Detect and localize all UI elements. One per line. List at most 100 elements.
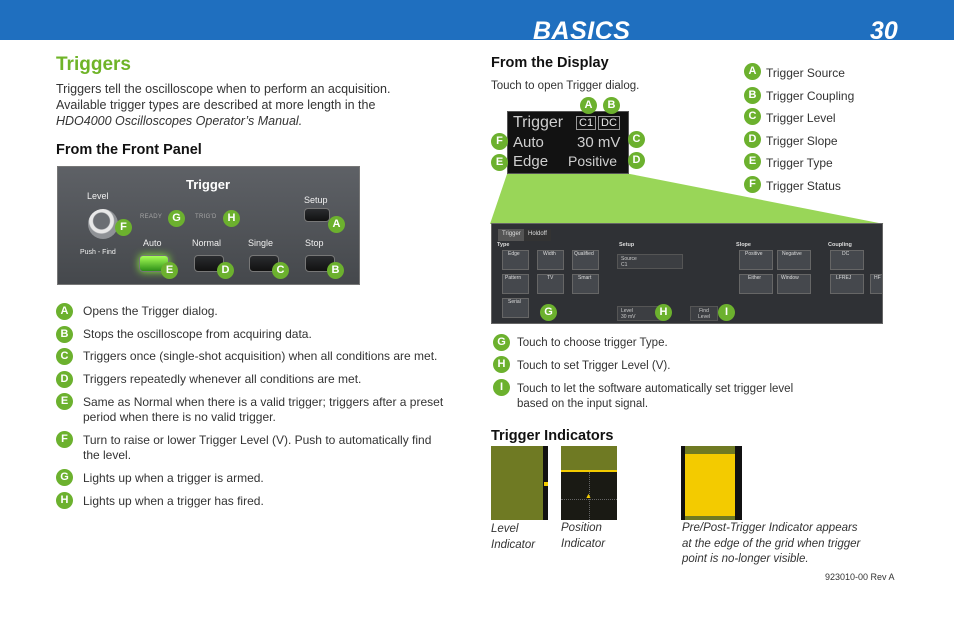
type-pattern-button[interactable] — [502, 274, 529, 294]
find-level-button[interactable]: Find Level — [690, 306, 718, 321]
desc-badge-f: F — [56, 431, 73, 448]
type-serial-label: Serial — [508, 299, 521, 305]
desc-f-line-1: Turn to raise or lower Trigger Level (V)… — [83, 433, 432, 447]
screen-badge-h: H — [655, 304, 672, 321]
triggers-intro: Triggers tell the oscilloscope when to p… — [56, 81, 416, 129]
display-touch-note: Touch to open Trigger dialog. — [491, 80, 640, 92]
level-knob[interactable] — [88, 209, 118, 239]
push-find-label: Push - Find — [80, 249, 116, 256]
slope-negative-label: Negative — [782, 251, 802, 257]
fp-badge-b: B — [327, 262, 344, 279]
slope-positive-button[interactable] — [739, 250, 773, 270]
prepost-indicator-caption: Pre/Post-Trigger Indicator appears at th… — [682, 521, 860, 568]
intro-line-1: Triggers tell the oscilloscope when to p… — [56, 82, 391, 96]
type-tv-button[interactable] — [537, 274, 564, 294]
type-serial-button[interactable] — [502, 298, 529, 318]
coupling-hf-button[interactable] — [870, 274, 882, 294]
coupling-group-label: Coupling — [828, 242, 852, 248]
desc-f-line-2: the level. — [83, 448, 132, 462]
dialog-badge-e: E — [491, 154, 508, 171]
coupling-lfrej-button[interactable] — [830, 274, 864, 294]
desc-badge-e: E — [56, 393, 73, 410]
trigger-dialog-snapshot[interactable]: Trigger C1 DC Auto 30 mV Edge Positive — [507, 111, 629, 174]
desc-badge-g: G — [56, 469, 73, 486]
level-indicator-image — [491, 446, 548, 520]
position-indicator-image: ▲ — [561, 446, 617, 520]
type-width-button[interactable] — [537, 250, 564, 270]
slope-negative-button[interactable] — [777, 250, 811, 270]
type-smart-label: Smart — [578, 275, 592, 281]
type-pattern-label: Pattern — [505, 275, 522, 281]
note-badge-h: H — [493, 356, 510, 373]
note-badge-g: G — [493, 334, 510, 351]
level-field-value: 30 mV — [621, 314, 636, 320]
legend-badge-b: B — [744, 87, 761, 104]
screen-tab-holdoff[interactable]: Holdoff — [524, 229, 551, 241]
dialog-type: Edge — [513, 153, 549, 170]
type-smart-button[interactable] — [572, 274, 599, 294]
trigd-led-label: TRIG'D — [195, 214, 217, 220]
dialog-badge-b: B — [603, 97, 620, 114]
dialog-badge-d: D — [628, 152, 645, 169]
fp-badge-f: F — [115, 219, 132, 236]
dialog-mode: Auto — [513, 134, 544, 151]
page-section-title: BASICS — [533, 17, 631, 45]
legend-badge-d: D — [744, 131, 761, 148]
setup-label: Setup — [304, 195, 328, 205]
legend-trigger-slope: Trigger Slope — [766, 134, 838, 148]
slope-window-button[interactable] — [777, 274, 811, 294]
coupling-hf-label: HF — [874, 275, 881, 281]
source-field-value: C1 — [621, 262, 628, 268]
dialog-coupling: DC — [598, 116, 620, 130]
trigger-setup-screen: Trigger Holdoff Type Setup Slope Couplin… — [491, 223, 883, 324]
desc-h: Lights up when a trigger has fired. — [83, 494, 264, 508]
position-caption-line-1: Position — [561, 522, 602, 534]
coupling-dc-button[interactable] — [830, 250, 864, 270]
stop-label: Stop — [305, 238, 324, 248]
legend-badge-e: E — [744, 153, 761, 170]
type-edge-button[interactable] — [502, 250, 529, 270]
fp-badge-h: H — [223, 210, 240, 227]
auto-label: Auto — [143, 238, 162, 248]
dialog-badge-a: A — [580, 97, 597, 114]
normal-label: Normal — [192, 238, 222, 248]
legend-trigger-status: Trigger Status — [766, 179, 841, 193]
desc-badge-h: H — [56, 492, 73, 509]
position-caption-line-2: Indicator — [561, 537, 606, 550]
legend-trigger-coupling: Trigger Coupling — [766, 89, 855, 103]
desc-badge-a: A — [56, 303, 73, 320]
desc-b: Stops the oscilloscope from acquiring da… — [83, 327, 312, 341]
fp-badge-a: A — [328, 216, 345, 233]
note-badge-i: I — [493, 379, 510, 396]
display-heading: From the Display — [491, 55, 609, 71]
fp-badge-e: E — [161, 262, 178, 279]
slope-either-button[interactable] — [739, 274, 773, 294]
slope-window-label: Window — [781, 275, 799, 281]
screen-badge-i: I — [718, 304, 735, 321]
desc-g: Lights up when a trigger is armed. — [83, 471, 264, 485]
coupling-lfrej-label: LFREJ — [836, 275, 852, 281]
fp-badge-g: G — [168, 210, 185, 227]
dialog-badge-f: F — [491, 133, 508, 150]
dialog-trigger-label: Trigger — [513, 114, 564, 131]
desc-e-line-2: period when there is no valid trigger. — [83, 410, 276, 424]
setup-button[interactable] — [304, 208, 330, 222]
level-field[interactable]: Level 30 mV — [617, 306, 663, 321]
type-group-label: Type — [497, 242, 510, 248]
source-field[interactable]: Source C1 — [617, 254, 683, 269]
level-caption-line-1: Level — [491, 523, 519, 535]
manual-reference: HDO4000 Oscilloscopes Operator’s Manual. — [56, 114, 303, 128]
legend-trigger-type: Trigger Type — [766, 156, 833, 170]
prepost-caption-line-2: at the edge of the grid when trigger — [682, 537, 861, 550]
front-panel-image: Trigger Level Push - Find Setup READY TR… — [57, 166, 360, 285]
slope-positive-label: Positive — [745, 251, 763, 257]
prepost-caption-line-1: Pre/Post-Trigger Indicator appears — [682, 522, 858, 534]
dialog-source: C1 — [576, 116, 597, 130]
legend-badge-c: C — [744, 108, 761, 125]
type-qualified-button[interactable] — [572, 250, 599, 270]
type-edge-label: Edge — [508, 251, 520, 257]
prepost-caption-line-3: point is no-longer visible. — [682, 553, 809, 565]
screen-tab-trigger[interactable]: Trigger — [498, 229, 525, 241]
triggers-title: Triggers — [56, 54, 131, 75]
desc-c: Triggers once (single-shot acquisition) … — [83, 349, 438, 363]
